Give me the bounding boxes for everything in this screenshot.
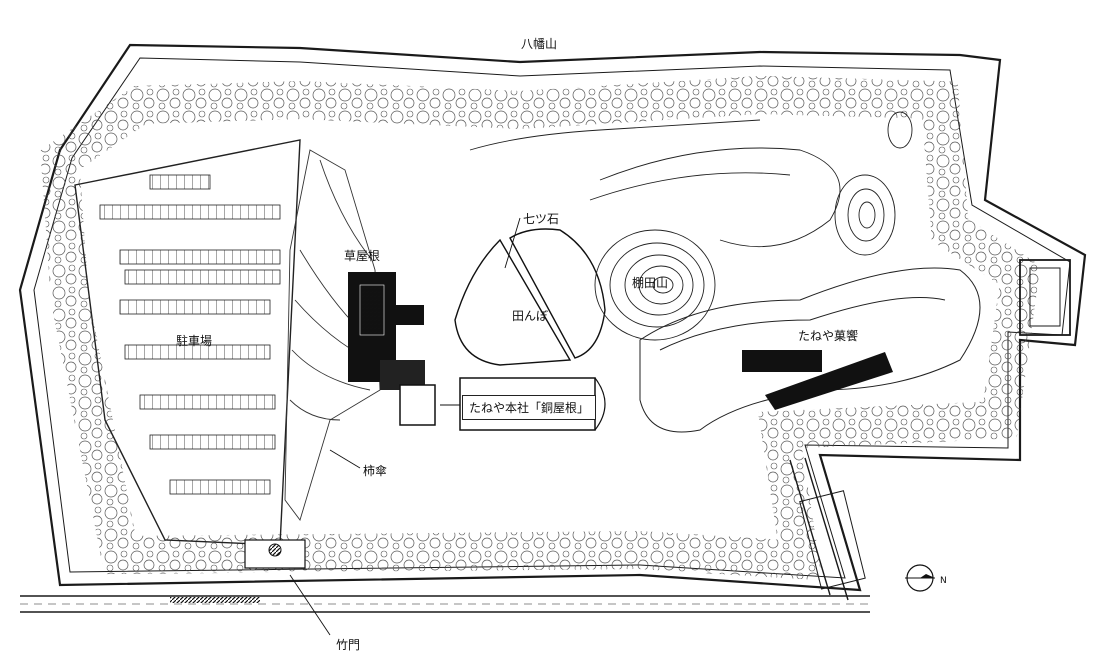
north-arrow-icon <box>905 564 935 592</box>
tanaya-gashi-building <box>742 350 893 410</box>
label-kakigasa: 柿傘 <box>363 464 388 478</box>
kusayane-building <box>348 272 436 426</box>
label-nanatsuishi: 七ツ石 <box>523 212 560 226</box>
parking-stall-row <box>124 269 281 285</box>
label-tanaya-gashi: たねや菓饗 <box>798 329 859 343</box>
rice-paddies <box>454 228 606 366</box>
label-honsha: たねや本社「銅屋根」 <box>462 395 597 420</box>
parking-stall-row <box>99 204 281 220</box>
pond-outline <box>639 267 981 433</box>
tanadayama-contours <box>594 229 716 341</box>
north-arrow-letter: N <box>940 576 947 586</box>
side-road <box>789 259 1071 601</box>
main-road <box>20 595 870 613</box>
parking-stall-row <box>119 299 271 315</box>
takemon-gate <box>244 539 306 569</box>
lawn-fan-area <box>284 149 381 521</box>
parking-stall-row <box>124 344 271 360</box>
label-tanadayama: 棚田山 <box>632 276 669 290</box>
parking-lot <box>74 139 301 546</box>
label-hachimanyama: 八幡山 <box>521 37 558 51</box>
label-tanbo: 田んぼ <box>512 309 549 323</box>
parking-stall-row <box>119 249 281 265</box>
parking-stall-row <box>139 394 276 410</box>
label-takemon: 竹門 <box>336 638 361 652</box>
parking-stall-row <box>169 479 271 495</box>
leader-lines <box>289 217 521 636</box>
label-chushajo: 駐車場 <box>176 334 213 348</box>
parking-stall-row <box>149 434 276 450</box>
parking-stall-row <box>149 174 211 190</box>
label-kusayane: 草屋根 <box>344 249 381 263</box>
hill-contours <box>469 111 913 256</box>
